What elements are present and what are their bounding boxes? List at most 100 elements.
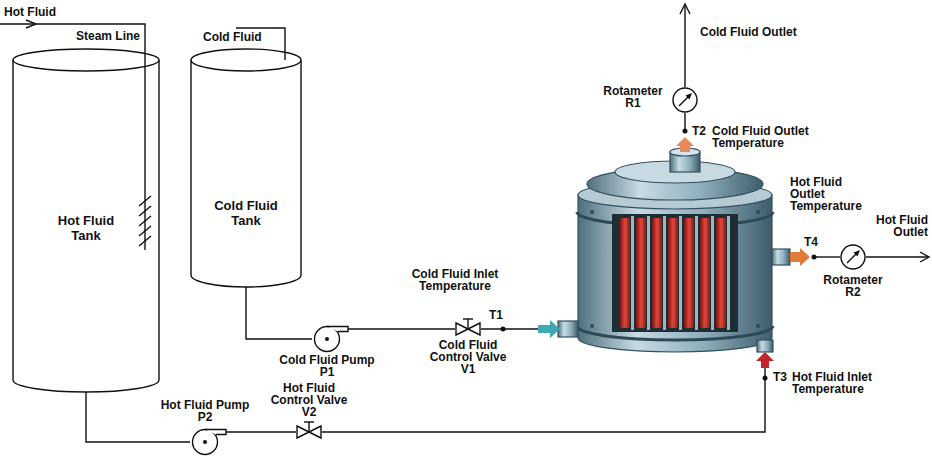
- svg-line: [308, 422, 309, 432]
- svg-line: [139, 216, 151, 226]
- label-slot: Cold Fluid Outlet Temperature: [712, 125, 824, 149]
- svg-path: [0, 24, 145, 250]
- svg-path: [866, 256, 928, 257]
- svg-path: [686, 93, 693, 100]
- svg-path: [13, 60, 159, 392]
- svg-rect: [652, 218, 662, 328]
- label-slot: Steam Line: [76, 30, 140, 42]
- annotation-label: Hot Fluid Inlet Temperature: [792, 371, 872, 395]
- pump-symbol: Hot Fluid PumpP2: [190, 425, 226, 455]
- svg-polygon: [538, 320, 560, 338]
- tank-label-column: Cold Fluid Tank: [206, 198, 286, 228]
- equipment-name: Rotameter: [598, 85, 668, 97]
- svg-path: [191, 60, 301, 287]
- label-slot: Cold Fluid: [203, 31, 262, 43]
- svg-rect: [558, 321, 578, 337]
- svg-rect: [612, 214, 738, 332]
- pipe-connector: [348, 328, 455, 329]
- label-slot: Cold Fluid Outlet: [700, 26, 797, 38]
- tank-label: Hot Fluid Tank: [12, 213, 160, 243]
- label-slot: T1: [489, 309, 503, 321]
- label-slot: T3: [773, 371, 787, 383]
- svg-rect: [631, 216, 634, 330]
- svg-circle: [756, 210, 760, 214]
- svg-circle: [501, 327, 506, 332]
- svg-line: [304, 421, 314, 422]
- pump-symbol-outline: [190, 425, 226, 455]
- tag-number: P1: [272, 366, 382, 378]
- sensor-tag: T4: [804, 236, 818, 248]
- svg-rect: [700, 218, 710, 328]
- control-valve: Hot Fluid Control ValveV2: [296, 420, 322, 440]
- tank-label-column: Hot Fluid Tank: [46, 213, 126, 243]
- equipment-name: Hot Fluid Control Valve: [264, 382, 354, 406]
- label-slot: Hot Fluid Inlet Temperature: [792, 371, 872, 395]
- svg-path: [680, 4, 690, 14]
- svg-rect: [668, 218, 678, 328]
- storage-tank: Hot Fluid Tank: [12, 48, 160, 393]
- pump-symbol: Cold Fluid PumpP1: [312, 322, 348, 352]
- annotation-label: Cold Fluid Outlet Temperature: [712, 125, 824, 149]
- svg-circle: [763, 376, 768, 381]
- label-slot: Hot Fluid: [4, 6, 56, 18]
- annotation-label: Steam Line: [76, 30, 140, 42]
- node-label: Hot Fluid Control ValveV2: [264, 382, 354, 418]
- label-slot: T2: [692, 125, 706, 137]
- tag-number: P2: [150, 411, 260, 423]
- storage-tank-outline: [190, 48, 302, 288]
- svg-rect: [772, 249, 790, 265]
- svg-path: [26, 20, 36, 28]
- svg-rect: [711, 216, 714, 330]
- tag-number: V1: [423, 363, 513, 375]
- svg-path: [205, 430, 226, 435]
- pipe-connector: [246, 287, 312, 339]
- svg-circle: [673, 88, 697, 112]
- svg-path: [578, 195, 772, 352]
- svg-circle: [203, 440, 207, 444]
- svg-circle: [590, 210, 594, 214]
- svg-rect: [757, 340, 773, 352]
- node-label: Hot Fluid PumpP2: [150, 399, 260, 423]
- label-slot: Hot Fluid Outlet Temperature: [790, 176, 870, 212]
- svg-polygon: [756, 352, 774, 368]
- equipment-name: Hot Fluid Tank: [46, 213, 126, 243]
- svg-rect: [620, 218, 630, 328]
- tank-label: Cold Fluid Tank: [190, 198, 302, 228]
- control-valve-outline: [296, 420, 322, 440]
- heat-exchanger: [558, 148, 790, 352]
- storage-tank: Cold Fluid Tank: [190, 48, 302, 288]
- sensor-dots: [501, 129, 817, 381]
- svg-line: [463, 318, 473, 319]
- svg-polygon: [790, 248, 810, 266]
- control-valve-outline: [455, 317, 481, 337]
- equipment-name: Rotameter: [818, 274, 888, 286]
- equipment-name: Cold Fluid Tank: [206, 198, 286, 228]
- svg-path: [814, 256, 840, 257]
- annotation-label: Hot Fluid: [4, 6, 56, 18]
- svg-circle: [683, 129, 688, 134]
- svg-polygon: [676, 137, 694, 152]
- svg-ellipse: [191, 49, 301, 71]
- svg-rect: [684, 218, 694, 328]
- annotation-label: Cold Fluid Outlet: [700, 26, 797, 38]
- svg-line: [139, 226, 151, 236]
- annotation-label: Hot Fluid Outlet Temperature: [790, 176, 870, 212]
- flow-arrows: [538, 137, 810, 368]
- svg-path: [684, 5, 685, 87]
- svg-line: [139, 196, 151, 206]
- svg-path: [327, 327, 348, 332]
- svg-circle: [325, 337, 329, 341]
- svg-rect: [727, 216, 730, 330]
- svg-circle: [590, 324, 594, 328]
- svg-path: [854, 250, 861, 257]
- pump-symbol-outline: [312, 322, 348, 352]
- label-slot: T4: [804, 236, 818, 248]
- svg-circle: [841, 245, 865, 269]
- svg-rect: [636, 218, 646, 328]
- svg-line: [139, 236, 151, 246]
- rotameter-outline: [840, 244, 866, 270]
- svg-circle: [812, 255, 817, 260]
- annotation-label: Hot Fluid Outlet: [866, 214, 928, 238]
- svg-line: [139, 206, 151, 216]
